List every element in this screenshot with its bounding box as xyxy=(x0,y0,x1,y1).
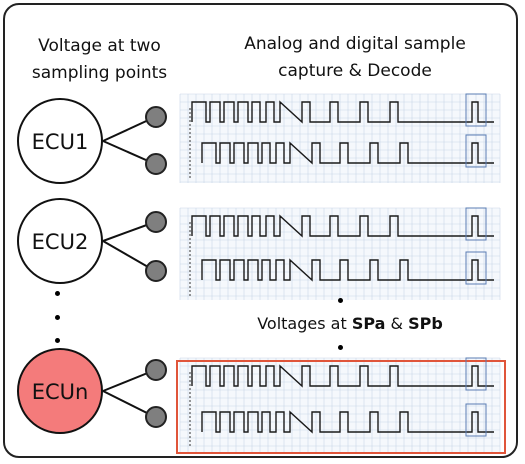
ellipsis-dot-mid-2 xyxy=(338,345,343,350)
waveform-panel-1 xyxy=(179,93,501,183)
sampling-point-b xyxy=(145,153,167,175)
decode-window xyxy=(465,403,487,437)
caption-prefix: Voltages at xyxy=(257,314,352,333)
ecu-group-3: ECUn xyxy=(17,348,167,434)
sampling-point-a xyxy=(145,211,167,233)
ecu-circle xyxy=(17,98,103,184)
ecu-circle xyxy=(17,198,103,284)
waveform-trace-b xyxy=(201,141,494,165)
caption-amp: & xyxy=(385,314,409,333)
ecu-group-1: ECU1 xyxy=(17,98,167,184)
ecu-group-2: ECU2 xyxy=(17,198,167,284)
voltages-caption: Voltages at SPa & SPb xyxy=(180,314,520,333)
right-header-line2: capture & Decode xyxy=(278,61,432,81)
waveform-trace-b xyxy=(201,258,494,282)
right-header: Analog and digital sample capture & Deco… xyxy=(215,31,495,85)
waveform-trace-b xyxy=(201,410,494,434)
decode-window xyxy=(465,134,487,168)
left-header-line2: sampling points xyxy=(31,63,168,83)
sampling-point-a xyxy=(145,359,167,381)
waveform-trace-a xyxy=(191,214,494,238)
waveform-panel-2 xyxy=(179,207,501,300)
caption-spb: SPb xyxy=(408,314,443,333)
ecu-label: ECUn xyxy=(32,380,89,404)
caption-spa: SPa xyxy=(351,314,386,333)
waveform-trace-a xyxy=(191,100,494,124)
sampling-point-a xyxy=(145,106,167,128)
waveform-trace-a xyxy=(191,364,494,388)
ecu-label: ECU1 xyxy=(32,130,89,154)
waveform-panel-3 xyxy=(176,357,506,454)
decode-window xyxy=(465,207,487,241)
left-header: Voltage at two sampling points xyxy=(22,33,177,87)
right-header-line1: Analog and digital sample xyxy=(244,34,466,54)
decode-window xyxy=(465,93,487,127)
ellipsis-dot-left-3 xyxy=(55,338,60,343)
diagram-frame xyxy=(3,3,518,458)
left-header-line1: Voltage at two xyxy=(38,36,161,56)
decode-window xyxy=(465,357,487,391)
sampling-point-b xyxy=(145,406,167,428)
ecu-circle xyxy=(17,348,103,434)
highlight-box xyxy=(176,360,506,454)
ecu-label: ECU2 xyxy=(32,230,89,254)
ellipsis-dot-left-1 xyxy=(55,291,60,296)
ellipsis-dot-mid-1 xyxy=(338,298,343,303)
decode-window xyxy=(465,251,487,285)
sampling-point-b xyxy=(145,260,167,282)
ellipsis-dot-left-2 xyxy=(55,315,60,320)
